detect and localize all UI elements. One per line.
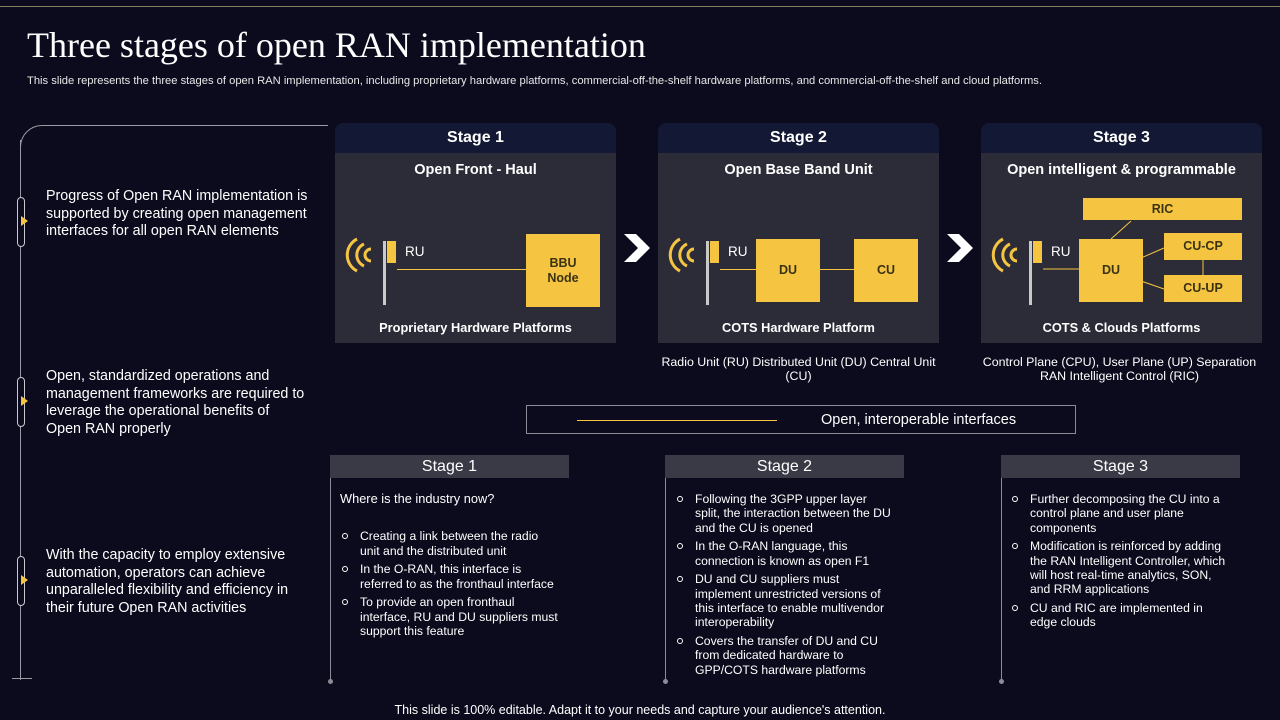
stage-footer: COTS & Clouds Platforms <box>1042 320 1201 335</box>
left-point-1: Progress of Open RAN implementation is s… <box>46 188 308 239</box>
detail-bullet: To provide an open fronthaul interface, … <box>340 595 560 638</box>
timeline-marker-3 <box>17 556 28 606</box>
connector-lines <box>1043 220 1204 290</box>
detail-bullet: Further decomposing the CU into a contro… <box>1010 492 1230 535</box>
bbu-node-label: BBU Node <box>547 255 579 285</box>
detail-intro: Where is the industry now? <box>340 491 495 506</box>
stage-body: Open Base Band Unit RU DU CU COTS Hardwa… <box>658 153 939 343</box>
timeline-end-line <box>12 678 32 679</box>
detail-bullet: Following the 3GPP upper layer split, th… <box>675 492 895 535</box>
detail-column-3: Further decomposing the CU into a contro… <box>1010 492 1230 634</box>
du-box: DU <box>1079 239 1143 302</box>
cu-up-label: CU-UP <box>1183 281 1223 295</box>
du-label: DU <box>1101 263 1121 277</box>
detail-line-3 <box>1001 478 1002 682</box>
interop-bar: Open, interoperable interfaces <box>526 405 1076 434</box>
du-box: DU <box>756 239 820 302</box>
ru-label: RU <box>405 244 425 259</box>
triangle-icon <box>21 396 28 406</box>
antenna-icon <box>345 237 396 305</box>
stage-body: Open Front - Haul RU BBU Node Proprietar… <box>335 153 616 343</box>
stage-subtitle: Open intelligent & programmable <box>1007 162 1236 178</box>
link-line <box>397 269 527 270</box>
triangle-icon <box>21 216 28 226</box>
timeline-top-line <box>58 125 328 126</box>
link-line <box>820 269 854 270</box>
stage-body: Open intelligent & programmable RU RIC D… <box>981 153 1262 343</box>
cu-box: CU <box>854 239 918 302</box>
stage-3-description: Control Plane (CPU), User Plane (UP) Sep… <box>982 355 1257 383</box>
stage-subtitle: Open Base Band Unit <box>724 162 873 178</box>
left-point-2: Open, standardized operations and manage… <box>46 368 305 437</box>
antenna-icon <box>668 237 719 305</box>
top-rule <box>0 6 1280 7</box>
detail-line-1 <box>330 478 331 682</box>
stage-heading: Stage 3 <box>981 123 1262 153</box>
du-label: DU <box>778 263 798 277</box>
detail-bullet: Covers the transfer of DU and CU from de… <box>675 634 895 677</box>
detail-heading-2: Stage 2 <box>665 455 904 478</box>
detail-dot-1 <box>328 679 333 684</box>
link-line <box>720 269 756 270</box>
cu-cp-box: CU-CP <box>1164 233 1242 260</box>
detail-column-1: Where is the industry now? Creating a li… <box>340 491 560 643</box>
stage-footer: Proprietary Hardware Platforms <box>379 320 572 335</box>
stage-subtitle: Open Front - Haul <box>414 162 537 178</box>
detail-heading-3: Stage 3 <box>1001 455 1240 478</box>
stage-card-1: Stage 1 Open Front - Haul RU BBU Node Pr… <box>335 123 616 343</box>
detail-bullet: Modification is reinforced by adding the… <box>1010 539 1230 596</box>
detail-bullet: In the O-RAN language, this connection i… <box>675 539 895 568</box>
ru-label: RU <box>728 244 748 259</box>
detail-column-2: Following the 3GPP upper layer split, th… <box>675 492 895 682</box>
timeline-marker-2 <box>17 377 28 427</box>
stage-2-description: Radio Unit (RU) Distributed Unit (DU) Ce… <box>661 355 936 383</box>
stage-card-2: Stage 2 Open Base Band Unit RU DU CU COT… <box>658 123 939 343</box>
detail-heading-1: Stage 1 <box>330 455 569 478</box>
footer-note: This slide is 100% editable. Adapt it to… <box>394 703 886 717</box>
stage-heading: Stage 1 <box>335 123 616 153</box>
ric-label: RIC <box>1151 201 1174 216</box>
detail-line-2 <box>665 478 666 682</box>
antenna-icon <box>991 237 1042 305</box>
stage-card-3: Stage 3 Open intelligent & programmable … <box>981 123 1262 343</box>
chevron-right-icon <box>947 234 973 262</box>
stage-footer: COTS Hardware Platform <box>722 320 875 335</box>
detail-bullet: Creating a link between the radio unit a… <box>340 529 560 558</box>
detail-bullet: CU and RIC are implemented in edge cloud… <box>1010 601 1230 630</box>
chevron-right-icon <box>624 234 650 262</box>
page-subtitle: This slide represents the three stages o… <box>27 75 1043 87</box>
interop-label: Open, interoperable interfaces <box>821 412 1017 428</box>
interop-line <box>577 420 777 421</box>
timeline-curve <box>20 125 61 156</box>
detail-bullet: In the O-RAN, this interface is referred… <box>340 562 560 591</box>
stage-heading: Stage 2 <box>658 123 939 153</box>
cu-cp-label: CU-CP <box>1183 239 1223 253</box>
cu-label: CU <box>876 263 896 277</box>
bbu-node-box: BBU Node <box>526 234 600 307</box>
detail-dot-3 <box>999 679 1004 684</box>
timeline-marker-1 <box>17 197 28 247</box>
cu-up-box: CU-UP <box>1164 275 1242 302</box>
ru-label: RU <box>1051 244 1071 259</box>
detail-bullet: DU and CU suppliers must implement unres… <box>675 572 895 629</box>
ric-box: RIC <box>1083 198 1242 220</box>
detail-dot-2 <box>663 679 668 684</box>
left-point-3: With the capacity to employ extensive au… <box>46 547 289 616</box>
triangle-icon <box>21 575 28 585</box>
page-title: Three stages of open RAN implementation <box>27 25 646 65</box>
